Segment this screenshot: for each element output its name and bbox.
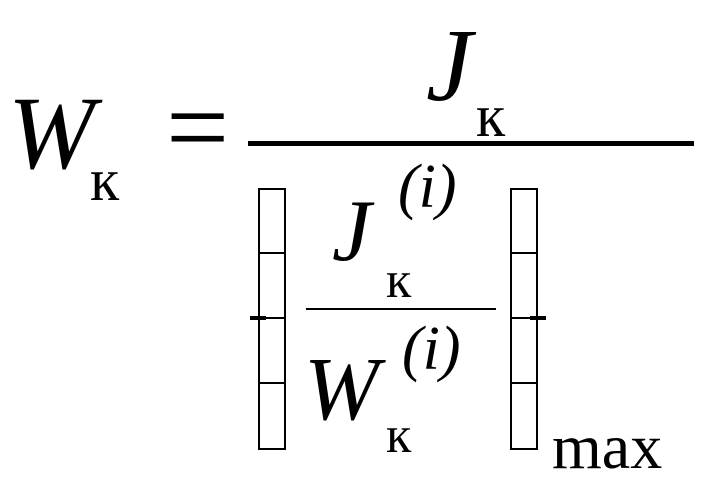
inner-numerator-subscript: к — [386, 252, 412, 309]
left-bracket-segment-3 — [260, 382, 284, 384]
right-bracket-mid-mark — [530, 316, 546, 320]
inner-denominator-main-symbol: W — [304, 340, 379, 439]
left-bracket-segment-1 — [260, 252, 284, 254]
left-bracket-segment-2 — [260, 317, 284, 319]
left-bracket — [250, 188, 286, 450]
left-bracket-mid-mark — [250, 316, 266, 320]
inner-numerator-main-symbol: J — [332, 183, 372, 280]
right-bracket — [510, 188, 546, 450]
bracket-max-subscript: max — [552, 411, 663, 482]
right-bracket-segment-2 — [512, 317, 536, 319]
inner-numerator-superscript: (i) — [398, 153, 457, 221]
main-fraction-bar — [248, 141, 694, 146]
right-bracket-segment-3 — [512, 382, 536, 384]
inner-fraction-bar — [306, 308, 496, 310]
right-bracket-segment-1 — [512, 252, 536, 254]
inner-denominator-subscript: к — [386, 407, 412, 464]
lhs-subscript: к — [90, 147, 120, 213]
lhs-main-symbol: W — [8, 76, 95, 191]
inner-denominator-superscript: (i) — [402, 315, 461, 383]
numerator-main-symbol: J — [426, 8, 473, 123]
equals-sign: = — [166, 66, 230, 190]
numerator-subscript: к — [476, 83, 506, 149]
